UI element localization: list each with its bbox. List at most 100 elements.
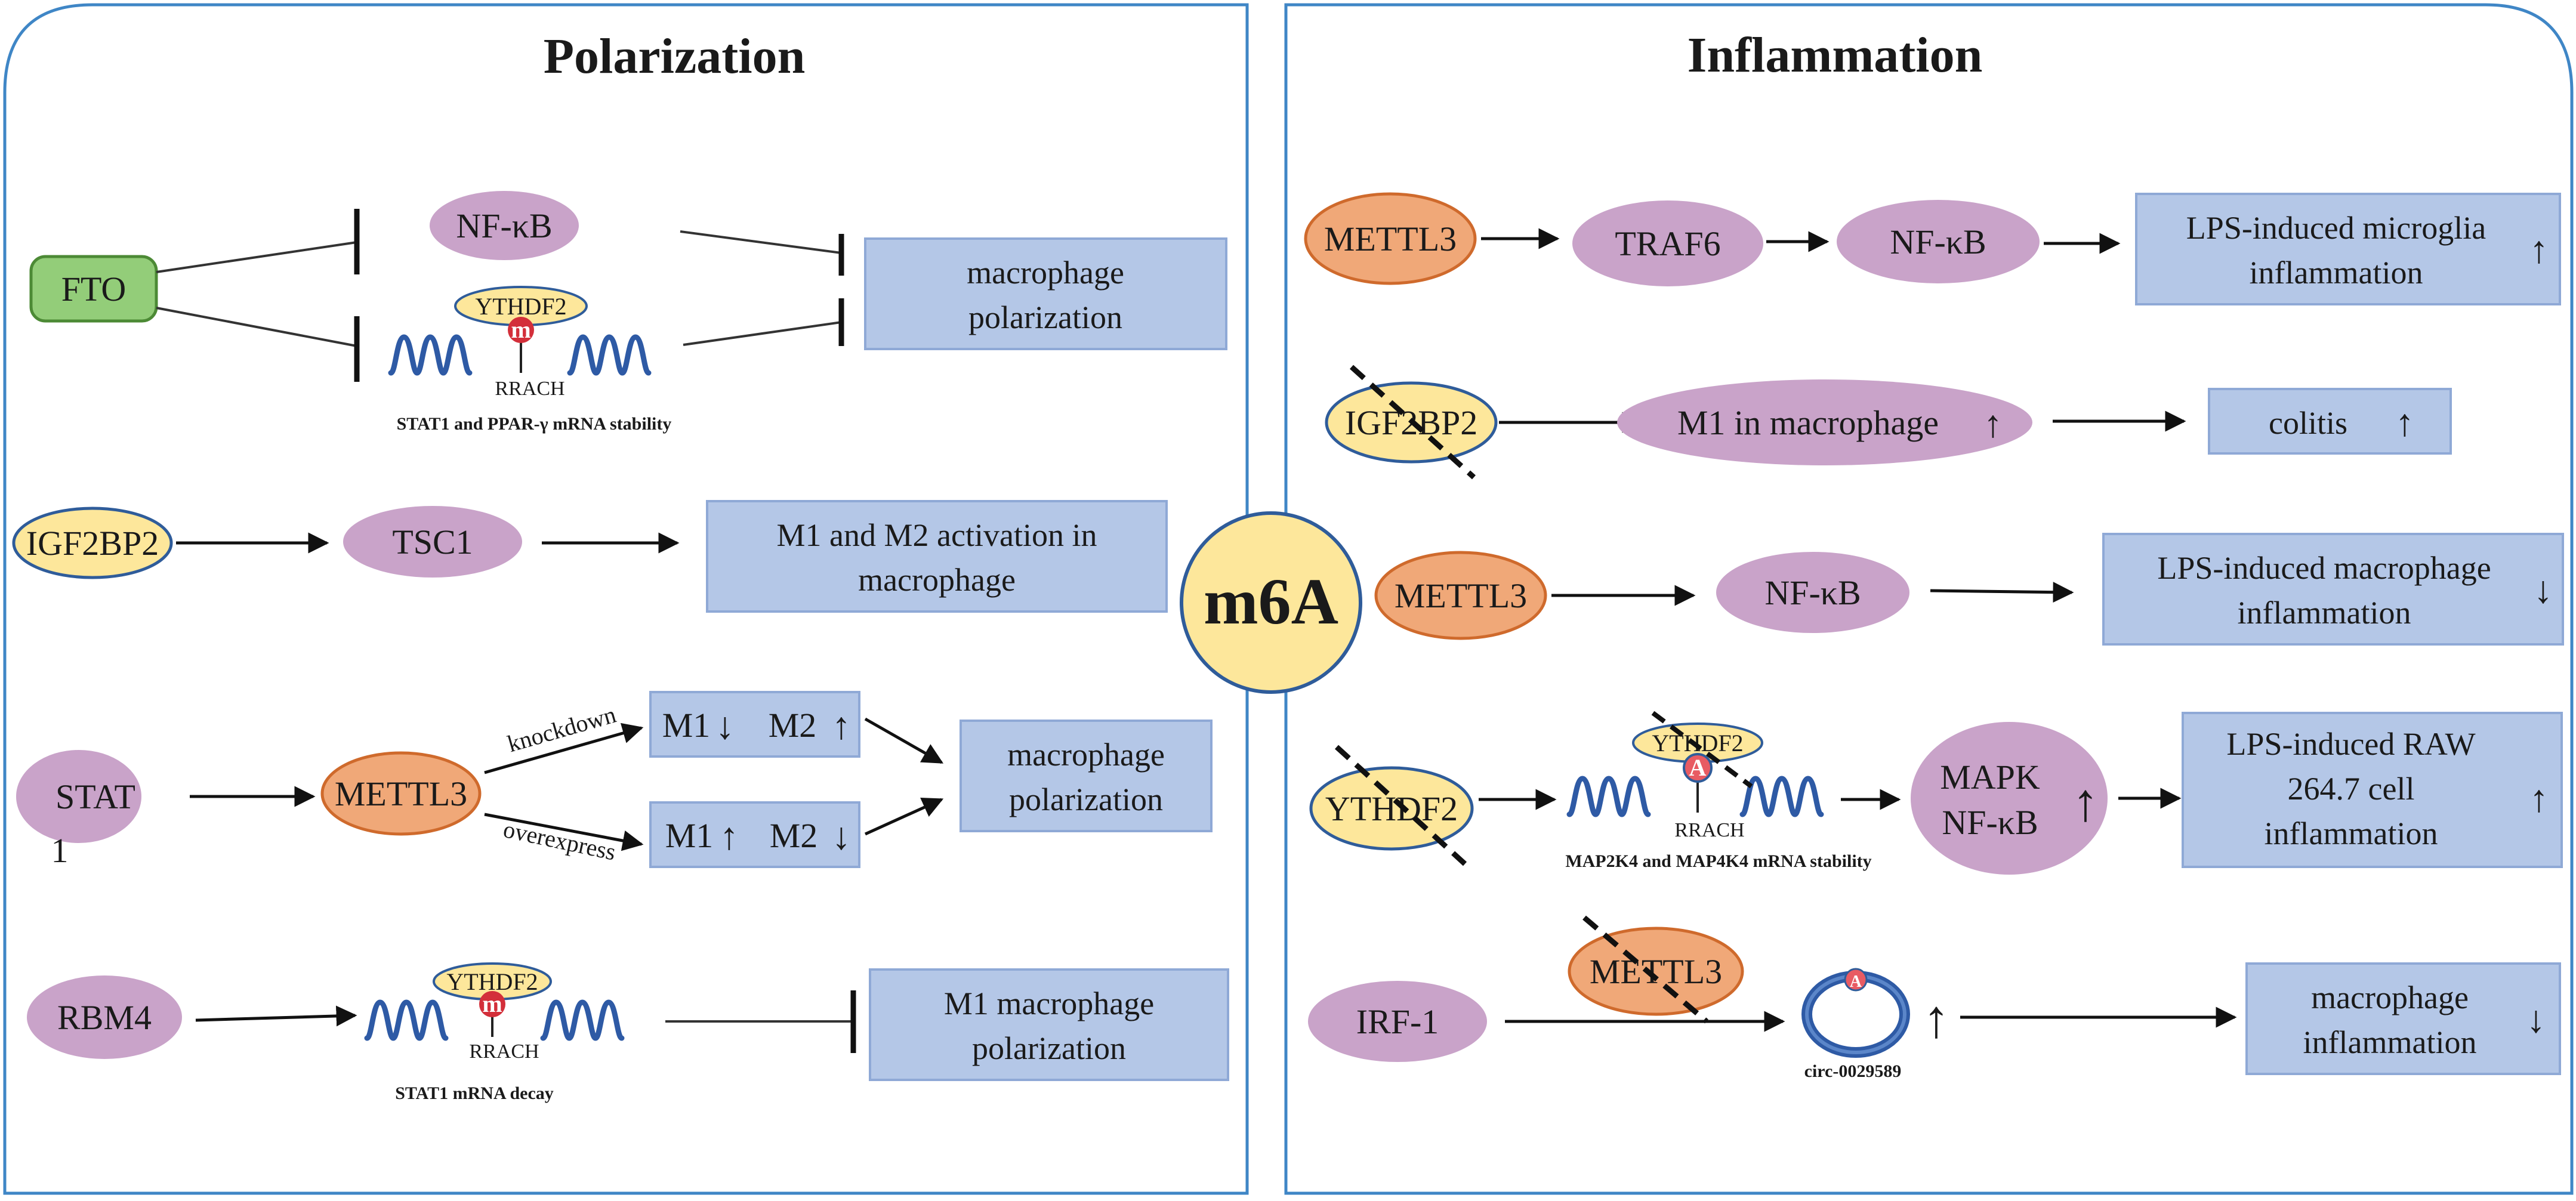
mettl3-label-left: METTL3 — [335, 774, 467, 813]
traf6-label: TRAF6 — [1615, 224, 1720, 263]
colitis-label: colitis — [2269, 405, 2347, 441]
m6a-label: m6A — [1204, 565, 1338, 638]
upper-state-to-target-arrow — [864, 717, 944, 764]
mettl3-label-r5: METTL3 — [1590, 952, 1722, 991]
rbm4-methyl-mark — [479, 991, 505, 1017]
stat1-label-line2: 1 — [51, 831, 69, 870]
nfkb-label: NF-κB — [456, 206, 552, 245]
m1-in-macrophage-label: M1 in macrophage — [1677, 403, 1939, 442]
mapk-nfkb-node — [1911, 722, 2108, 875]
m6a-center: m6A — [1180, 511, 1362, 694]
macrophage-inflammation-r5-line2: inflammation — [2303, 1024, 2477, 1060]
raw-264-line2: 264.7 cell — [2288, 771, 2415, 807]
mapk-up-arrow-icon: ↑ — [2072, 773, 2099, 832]
mettl3-node-r3 — [1374, 551, 1547, 640]
lower-state-to-target-arrow — [864, 798, 944, 836]
m1-down-label: M1 — [662, 706, 711, 745]
mettl3-node-r5 — [1568, 927, 1744, 1016]
m2-down-arrow-icon: ↓ — [832, 815, 851, 857]
left-row-igf2bp2: IGF2BP2 TSC1 M1 and M2 activation in mac… — [12, 500, 1168, 613]
macrophage-inflammation-r3-line1: LPS-induced macrophage — [2157, 550, 2491, 586]
right-row-irf1-circ: IRF-1 METTL3 A circ-0029589 ↑ macrophage… — [1308, 915, 2561, 1081]
nfkb-node-r1 — [1837, 200, 2040, 283]
fto-node — [29, 255, 158, 323]
macrophage-polarization-box-2-line2: polarization — [1009, 782, 1163, 817]
mettl3-label-r3: METTL3 — [1395, 576, 1527, 615]
rbm4-methyl-mark-label: m — [482, 990, 502, 1017]
r4-mrna-wave-right — [1742, 779, 1821, 814]
macrophage-polarization-box-1 — [864, 237, 1227, 350]
mettl3-knockout-slash — [1582, 915, 1708, 1024]
r4-adenosine-mark — [1683, 753, 1713, 783]
mrna-wave-right — [570, 337, 649, 373]
raw-264-line1: LPS-induced RAW — [2226, 726, 2475, 762]
rbm4-to-mrna-arrow — [195, 1005, 357, 1027]
mrna-caption: STAT1 and PPAR-γ mRNA stability — [397, 414, 672, 434]
irf1-label: IRF-1 — [1356, 1002, 1439, 1041]
stat1-node — [16, 750, 141, 843]
m2-up-arrow-icon: ↑ — [832, 705, 851, 747]
m1-up-m2-down-box — [649, 801, 860, 868]
rbm4-mrna-caption: STAT1 mRNA decay — [395, 1083, 554, 1103]
macrophage-polarization-box-2-line1: macrophage — [1007, 737, 1165, 773]
macrophage-polarization-box-1-line2: polarization — [968, 300, 1122, 335]
motif-label: RRACH — [495, 378, 564, 400]
m1-m2-activation-box — [706, 500, 1168, 613]
mettl3-node-left — [320, 751, 482, 836]
right-row-ythdf2-mapk: YTHDF2 YTHDF2 A RRACH MAP2K4 and MAP4K4 … — [1309, 711, 2563, 875]
traf6-node — [1572, 200, 1763, 286]
macrophage-polarization-box-2 — [960, 720, 1213, 832]
circ-label: circ-0029589 — [1804, 1061, 1902, 1081]
igf2bp2-label: IGF2BP2 — [26, 524, 159, 563]
nfkb-label-r1: NF-κB — [1890, 223, 1986, 261]
fto-inhibit-nfkb-line — [156, 241, 357, 273]
m1-macrophage-polarization-box — [869, 968, 1229, 1081]
m2-up-label: M2 — [769, 706, 817, 745]
microglia-up-arrow-icon: ↑ — [2529, 229, 2549, 271]
stat1-label-line1: STAT — [55, 777, 135, 816]
nfkb-label-r4: NF-κB — [1942, 803, 2038, 842]
overexpress-arrow — [484, 813, 644, 851]
methyl-mark — [508, 317, 534, 343]
raw-264-up-arrow-icon: ↑ — [2529, 777, 2549, 820]
rbm4-mrna-wave-right — [543, 1002, 622, 1038]
rbm4-ythdf2-label: YTHDF2 — [446, 968, 538, 995]
raw-264-line3: inflammation — [2265, 816, 2438, 851]
right-row-igf2bp2-colitis: IGF2BP2 M1 in macrophage ↑ colitis ↑ — [1325, 365, 2452, 480]
circ-adenosine-mark — [1844, 968, 1868, 992]
nfkb-inhibit-target-line — [680, 230, 842, 254]
m1-m2-activation-line2: macrophage — [858, 562, 1016, 598]
microglia-inflammation-line2: inflammation — [2250, 255, 2423, 291]
tsc1-node — [343, 506, 522, 578]
rbm4-mrna-wave-left — [367, 1002, 446, 1038]
raw-264-box — [2182, 712, 2563, 868]
mrna-wave-left — [391, 337, 470, 373]
m1-m2-activation-line1: M1 and M2 activation in — [777, 517, 1097, 553]
m1-macrophage-polarization-line2: polarization — [972, 1030, 1126, 1066]
knockdown-label: knockdown — [504, 701, 619, 758]
m1-up-arrow-icon: ↑ — [720, 815, 739, 857]
ythdf2-node-r4 — [1309, 766, 1474, 851]
r4-adenosine-mark-label: A — [1689, 754, 1707, 781]
r4-mrna-caption: MAP2K4 and MAP4K4 mRNA stability — [1565, 851, 1871, 871]
rbm4-node — [27, 975, 182, 1059]
right-panel-title: Inflammation — [1687, 27, 1983, 83]
r4-reader-knockout-slash — [1651, 711, 1753, 789]
m1-in-macrophage-node — [1617, 379, 2032, 465]
overexpress-label: overexpress — [501, 816, 618, 866]
m1-down-m2-up-box — [649, 691, 860, 758]
right-row-mettl3-nfkb: METTL3 NF-κB LPS-induced macrophage infl… — [1374, 533, 2564, 646]
circ-up-arrow-icon: ↑ — [1923, 990, 1950, 1049]
nfkb-label-r3: NF-κB — [1764, 573, 1861, 612]
mapk-label: MAPK — [1940, 758, 2040, 796]
colitis-up-arrow-icon: ↑ — [2395, 402, 2414, 444]
macrophage-polarization-box-1-line1: macrophage — [967, 255, 1124, 291]
knockdown-arrow — [484, 723, 644, 774]
r4-ythdf2-reader-label: YTHDF2 — [1652, 730, 1743, 757]
m1-up-arrow-icon-r2: ↑ — [1983, 403, 2003, 445]
left-row-fto: FTO NF-κB YTHDF2 m RRACH STAT1 and PPAR-… — [29, 191, 1227, 434]
nfkb-node — [430, 191, 579, 260]
left-row-stat1: STAT 1 METTL3 knockdown overexpress M1 ↓… — [16, 691, 1213, 870]
irf1-node — [1308, 981, 1487, 1062]
